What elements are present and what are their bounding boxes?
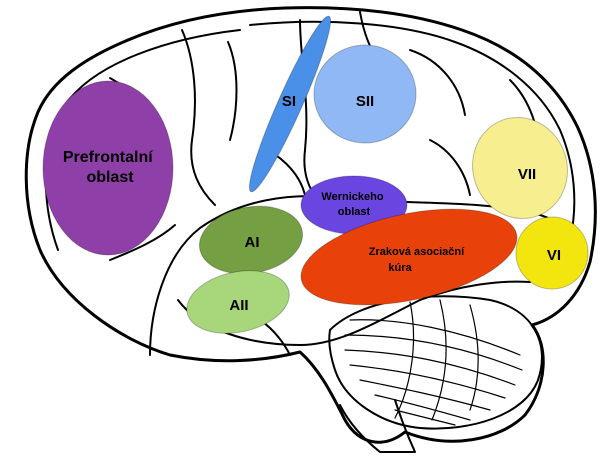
region-sii [313,44,417,144]
cerebellum-fold [394,301,415,419]
label-visual-assoc: Zraková asociační kúra [369,246,467,274]
cerebellum-fold [359,379,491,411]
label-wernicke: Wernickeho oblast [321,191,386,218]
region-aii [186,270,290,334]
sulcus [227,41,238,141]
cerebellum-fold [344,334,523,371]
brain-stem [339,399,416,453]
region-si [248,15,332,193]
brain-inner-contour-top [249,20,576,241]
cerebellum-fold [431,299,447,421]
label-aii: AII [229,297,248,314]
label-prefrontal: Prefrontalní oblast [63,149,157,186]
cerebellum-fold [394,409,456,426]
label-vi: VI [547,247,561,264]
cerebellum [328,295,543,430]
sulcus [299,19,319,201]
cerebellum-fold [344,349,516,386]
label-ai: AI [245,234,260,251]
cerebellum-fold [349,364,506,399]
sulcus [181,29,216,206]
label-vii: VII [518,166,536,183]
label-sii: SII [356,93,374,110]
cerebellum-fold [469,304,479,411]
sulcus [409,49,466,116]
sulcus [109,224,176,261]
label-si: SI [282,93,296,110]
cerebellum-fold [349,319,521,356]
sulcus [259,319,291,356]
region-prefrontal [42,80,174,256]
region-vii [472,116,568,220]
cerebellum-fold [374,394,471,421]
region-visual-assoc [300,208,518,306]
region-vi [515,216,589,290]
sulcus [429,139,471,196]
